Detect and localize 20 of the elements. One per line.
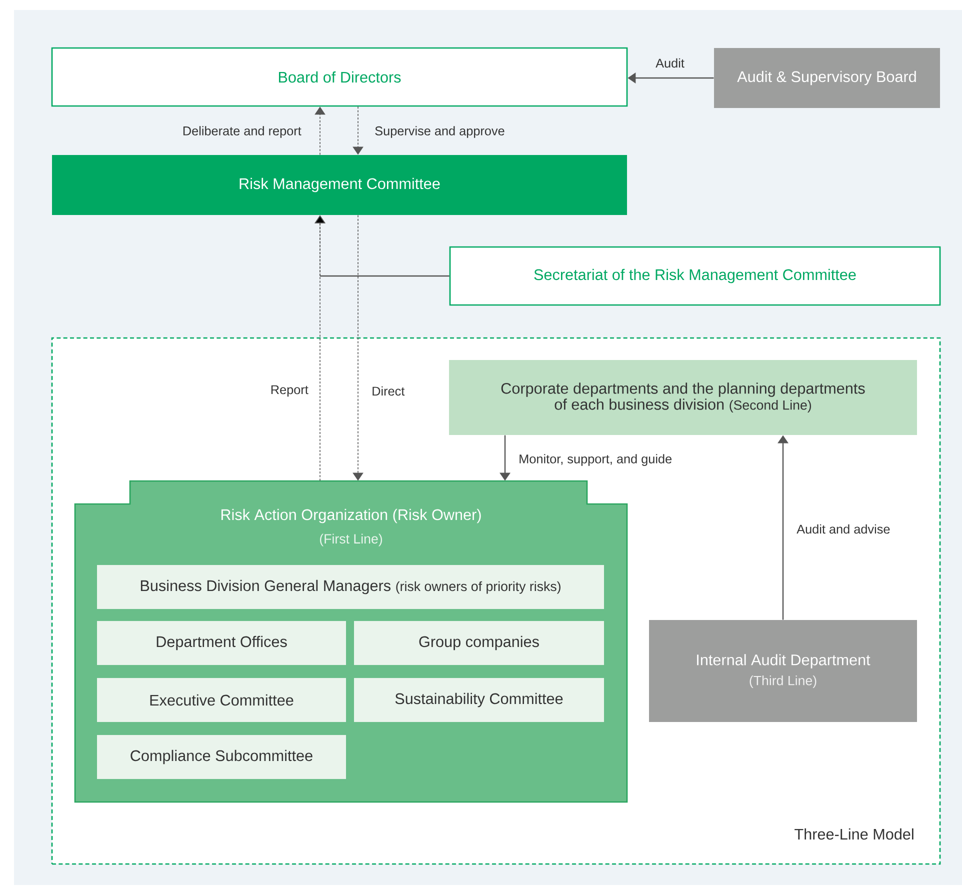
member-box: Business Division General Managers (risk owners of priority risks) bbox=[97, 565, 604, 609]
department-box: Corporate departments and the planning departments of each business division (Second Line) bbox=[449, 360, 917, 435]
edge-label: Monitor, support, and guide bbox=[520, 454, 672, 466]
edge-label: Report bbox=[271, 385, 308, 397]
audit-box: Audit & Supervisory Board bbox=[714, 48, 940, 108]
committee-box: Risk Management Committee bbox=[52, 155, 627, 215]
edge-label: Deliberate and report bbox=[183, 126, 302, 138]
audit-box: Internal Audit Department (Third Line) bbox=[649, 620, 917, 722]
member-box: Sustainability Committee bbox=[354, 678, 604, 722]
edge-label: Supervise and approve bbox=[375, 126, 504, 138]
edge-label: Audit bbox=[656, 58, 684, 68]
edge-label: Direct bbox=[372, 386, 405, 396]
member-box: Group companies bbox=[354, 621, 604, 665]
committee-box: Board of Directors bbox=[51, 47, 628, 107]
committee-box: Secretariat of the Risk Management Committee bbox=[449, 246, 941, 306]
member-box: Department Offices bbox=[97, 621, 346, 665]
frame-title: Three-Line Model bbox=[794, 828, 914, 840]
member-box: Executive Committee bbox=[97, 678, 346, 722]
edge-label: Audit and advise bbox=[796, 524, 890, 534]
member-box: Compliance Subcommittee bbox=[97, 735, 346, 779]
